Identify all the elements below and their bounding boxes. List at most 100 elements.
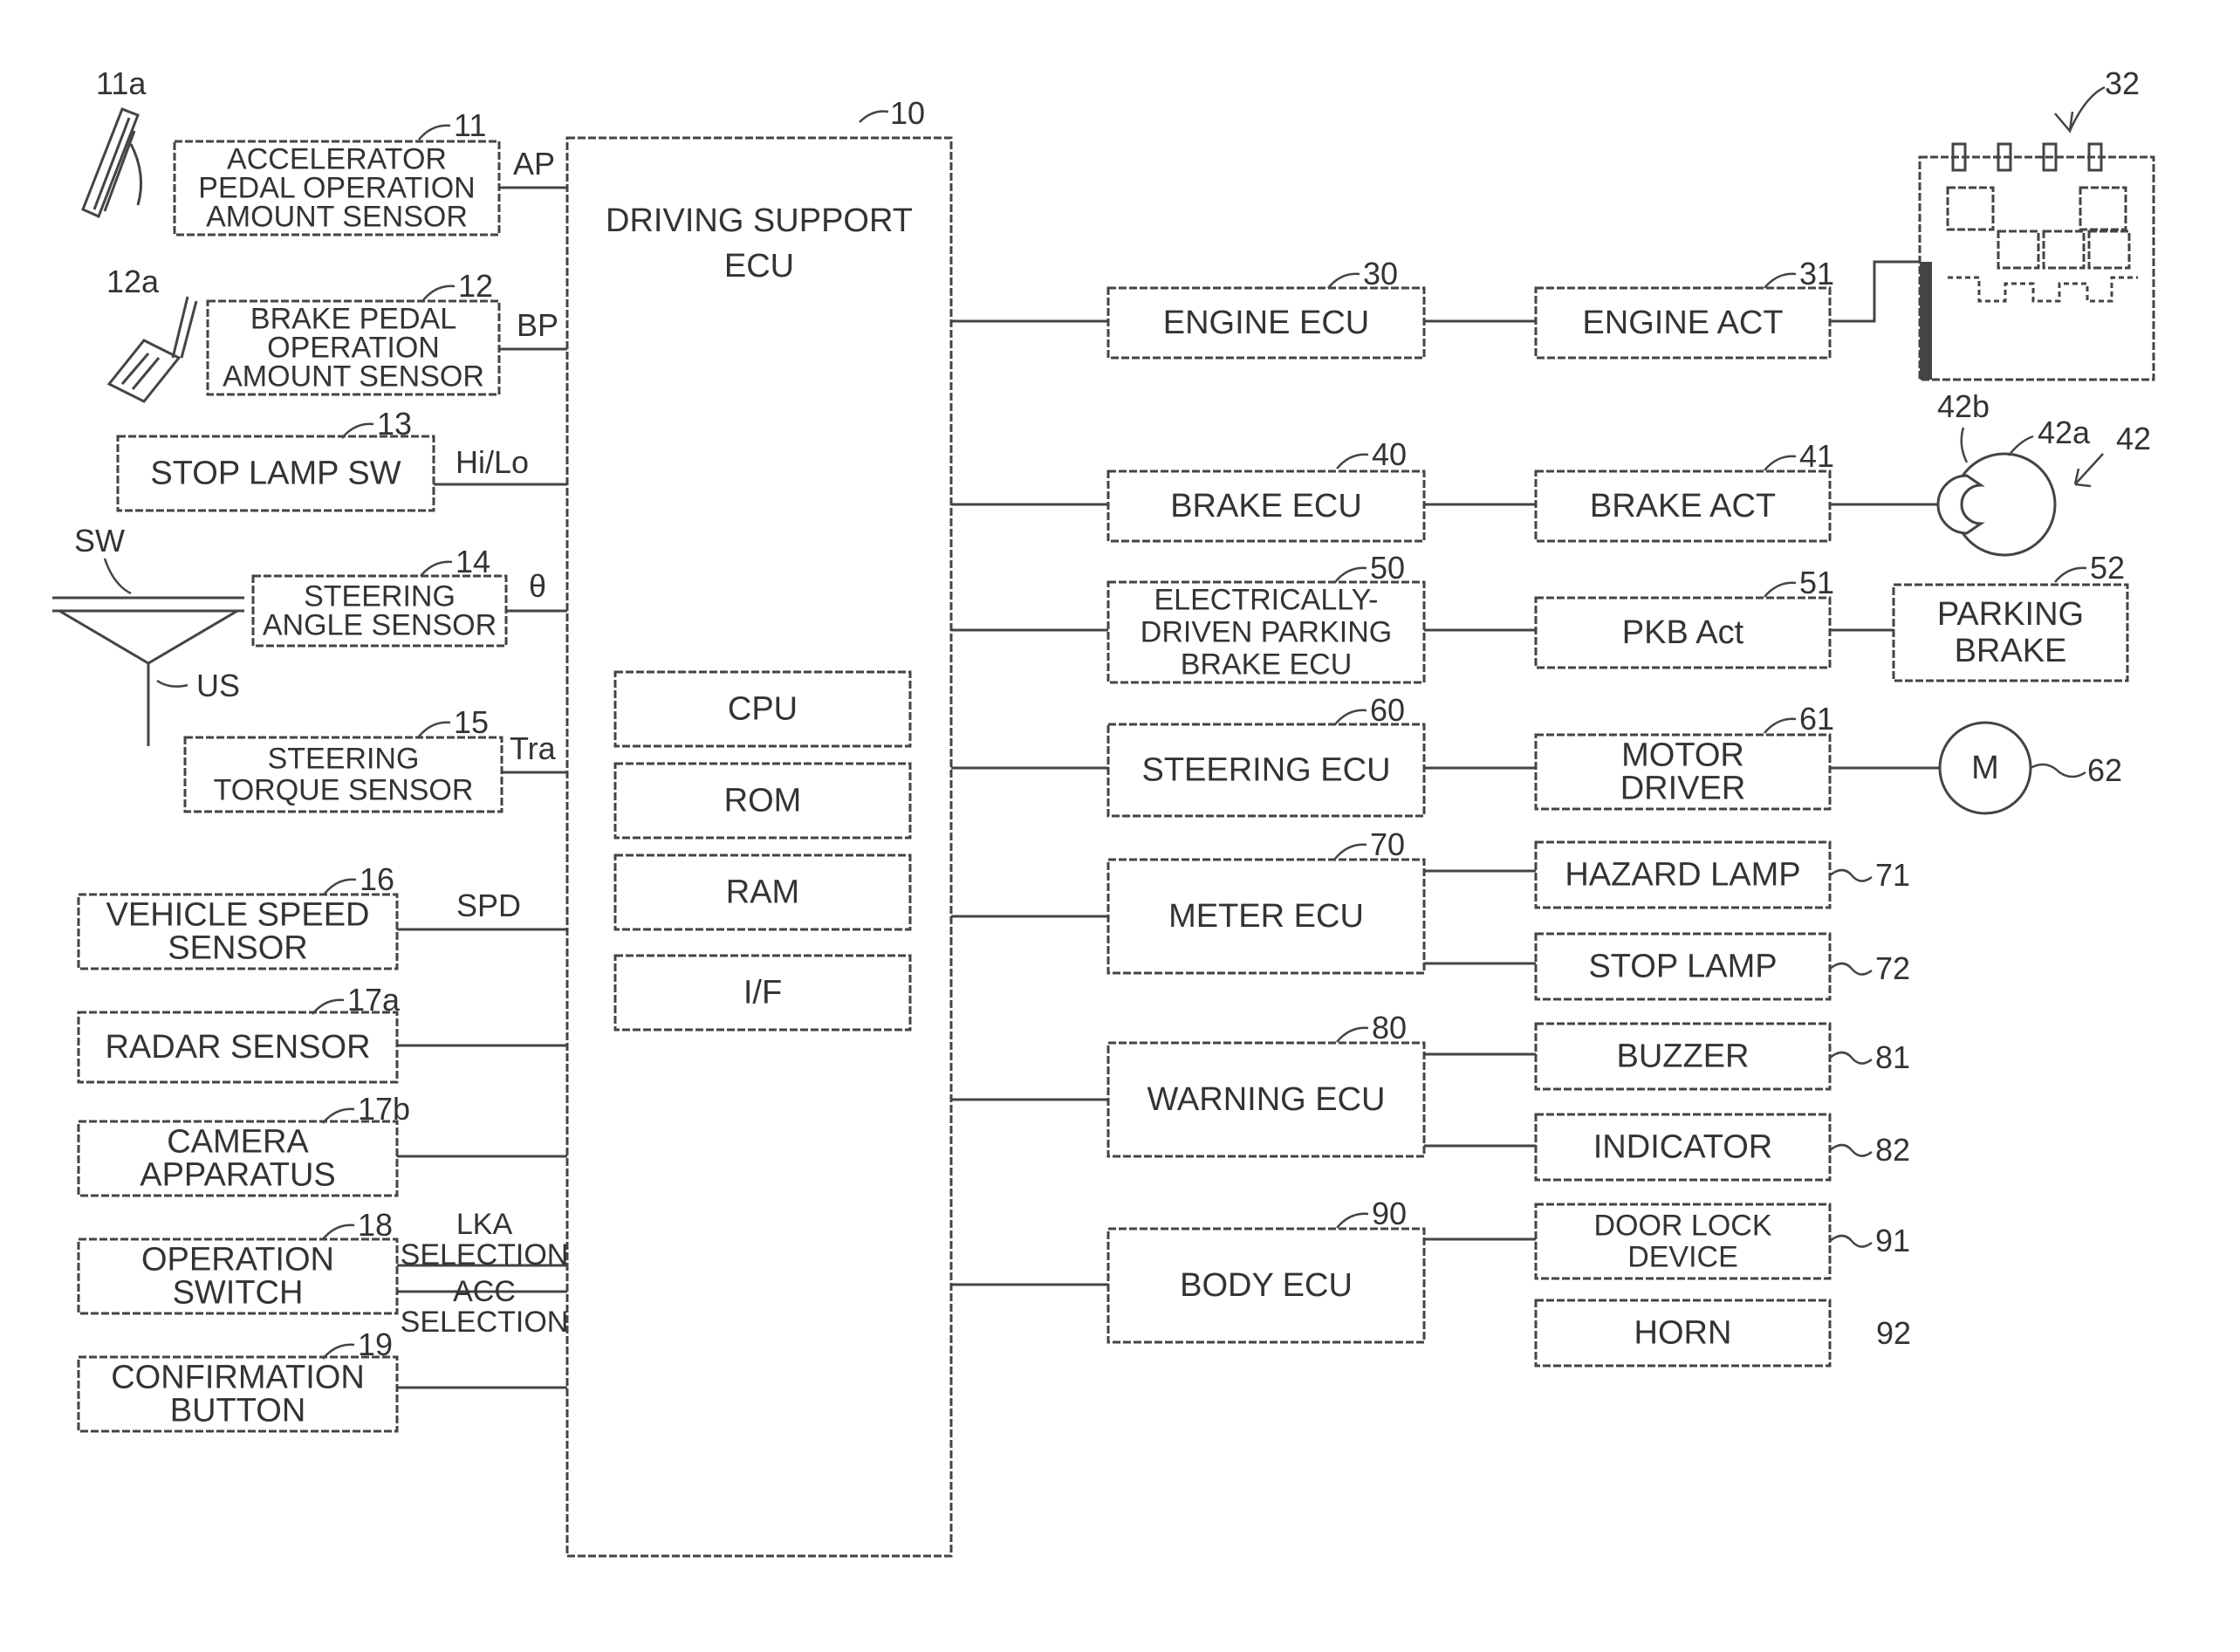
motor-driver-label: DRIVER [1620,771,1746,807]
buzzer-label: BUZZER [1617,1038,1750,1075]
signal-spd: SPD [456,888,521,923]
ref-leader [2055,568,2086,582]
ref-17a: 17a [347,982,401,1018]
engine-drawing [1920,87,2154,380]
driving-support-ecu-box [567,138,951,1556]
label-sw: SW [74,523,125,559]
steering-wheel-drawing [52,559,244,746]
parking-brake-label: PARKING [1937,596,2084,633]
ref-leader [1830,870,1872,881]
ref-leader [323,1345,354,1359]
ram-label: RAM [726,874,799,911]
cpu-label: CPU [728,691,798,728]
stop-lamp-sw-label: STOP LAMP SW [150,456,401,492]
ref-10: 10 [890,95,925,131]
ref-91: 91 [1875,1223,1910,1258]
horn-label: HORN [1634,1315,1732,1352]
ref-42: 42 [2116,421,2151,456]
ref-51: 51 [1799,565,1834,600]
signal-hilo: Hi/Lo [456,444,529,480]
ref-leader [1764,583,1796,597]
ref-41: 41 [1799,438,1834,474]
camera-label: CAMERA [167,1124,309,1161]
stop-lamp-label: STOP LAMP [1588,949,1777,985]
parking-brake-label: BRAKE [1955,633,2067,669]
ref-leader [1830,1236,1872,1247]
accel-sensor-label: AMOUNT SENSOR [206,200,468,233]
ref-leader [1337,455,1368,469]
epb-ecu-label: DRIVEN PARKING [1141,615,1392,648]
hazard-lamp-label: HAZARD LAMP [1565,857,1800,894]
ref-leader [1764,719,1796,733]
ref-leader [1830,1052,1872,1064]
blocks: DRIVING SUPPORTECU10ACCELERATORPEDAL OPE… [79,95,2127,1556]
ref-62: 62 [2087,752,2122,788]
ref-81: 81 [1875,1039,1910,1075]
ref-42a: 42a [2038,415,2091,450]
ref-leader [1764,456,1796,470]
ref-12: 12 [458,268,493,304]
vehicle-speed-label: VEHICLE SPEED [106,897,370,934]
driving-support-ecu-label: ECU [724,248,794,284]
ref-13: 13 [377,406,412,442]
ref-80: 80 [1372,1010,1407,1045]
ref-16: 16 [360,861,394,897]
signal-bp: BP [517,307,558,343]
ref-17b: 17b [358,1091,410,1127]
ref-leader [421,562,452,576]
operation-switch-label: OPERATION [141,1242,334,1278]
brake-sensor-label: AMOUNT SENSOR [223,360,484,393]
brake-ecu-label: BRAKE ECU [1170,488,1362,524]
ref-92: 92 [1876,1315,1911,1351]
confirmation-button-label: BUTTON [170,1393,306,1429]
ref-40: 40 [1372,436,1407,472]
signal-tra: Tra [510,730,557,766]
ref-11a: 11a [96,65,147,101]
signal-theta: θ [529,568,546,604]
door-lock-label: DEVICE [1627,1240,1738,1273]
radar-label: RADAR SENSOR [105,1029,370,1066]
engine-ecu-label: ENGINE ECU [1163,305,1369,341]
ref-leader [1337,1028,1368,1042]
ref-leader [1764,274,1796,288]
steering-torque-label: TORQUE SENSOR [214,773,474,806]
motor-driver-label: MOTOR [1621,737,1744,774]
ref-leader [1830,963,1872,975]
driving-support-ecu-label: DRIVING SUPPORT [606,202,913,239]
ref-leader [323,1225,354,1239]
indicator-label: INDICATOR [1593,1129,1773,1166]
meter-ecu-label: METER ECU [1168,898,1364,935]
vehicle-speed-label: SENSOR [168,930,307,967]
epb-ecu-label: BRAKE ECU [1181,648,1353,681]
ref-71: 71 [1875,857,1910,893]
warning-ecu-label: WARNING ECU [1147,1081,1385,1118]
signal-lka-1: LKA [456,1208,513,1241]
pkb-act-label: PKB Act [1622,614,1744,651]
ref-leader [1335,710,1367,724]
door-lock-label: DOOR LOCK [1593,1209,1771,1242]
signal-acc-2: SELECTION [401,1306,569,1339]
signal-acc-1: ACC [453,1275,516,1308]
ref-leader [419,126,450,140]
ref-90: 90 [1372,1196,1407,1231]
ref-leader [1830,1145,1872,1156]
label-us: US [196,668,240,703]
steering-angle-label: ANGLE SENSOR [263,608,497,641]
body-ecu-label: BODY ECU [1180,1267,1353,1304]
accelerator-pedal-drawing [83,109,141,216]
ref-18: 18 [358,1207,393,1243]
ref-70: 70 [1370,826,1405,862]
ref-72: 72 [1875,950,1910,986]
steering-ecu-label: STEERING ECU [1141,752,1390,789]
ref-11: 11 [454,107,486,143]
epb-ecu-label: ELECTRICALLY- [1154,583,1379,616]
ref-leader [1337,1214,1368,1228]
ref-60: 60 [1370,692,1405,728]
ref-leader [1335,845,1367,859]
ref-12a: 12a [106,264,160,299]
ref-61: 61 [1799,701,1834,737]
ref-50: 50 [1370,550,1405,586]
ref-31: 31 [1799,256,1834,291]
ref-leader [423,286,455,300]
steering-torque-label: STEERING [268,742,420,775]
